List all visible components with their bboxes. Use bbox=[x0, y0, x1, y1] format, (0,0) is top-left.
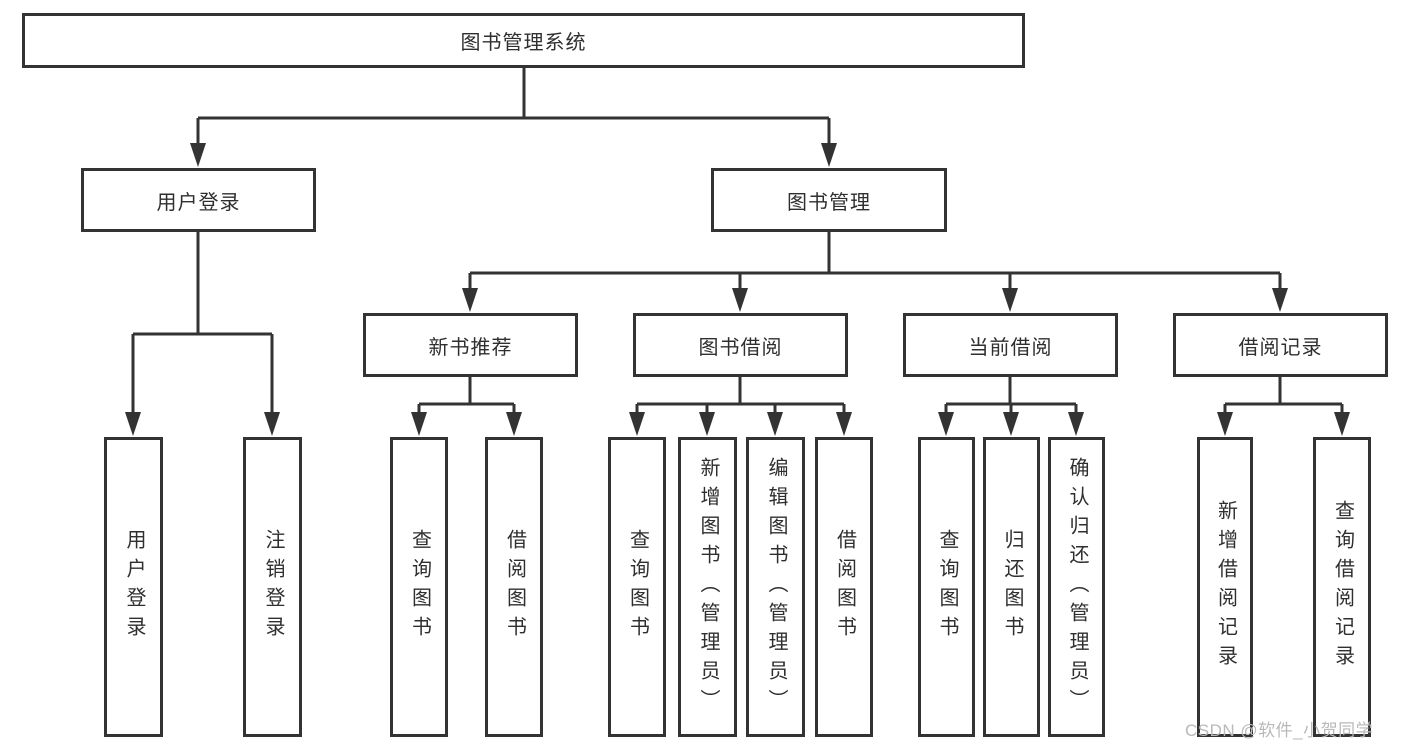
arrowhead-down-icon bbox=[1217, 412, 1233, 436]
leaf-confirm-return-admin: 确认归还（管理员） bbox=[1048, 437, 1105, 737]
node-label: 新书推荐 bbox=[428, 336, 513, 359]
node-book-borrowing: 图书借阅 bbox=[633, 313, 848, 377]
node-label: 图书管理 bbox=[787, 191, 871, 214]
node-label: 用户登录 bbox=[123, 529, 145, 645]
node-label: 查询借阅记录 bbox=[1331, 500, 1354, 674]
arrowhead-down-icon bbox=[1003, 412, 1019, 436]
node-current-borrowing: 当前借阅 bbox=[903, 313, 1118, 377]
node-label: 查询图书 bbox=[936, 529, 958, 645]
leaf-query-books-recommend: 查询图书 bbox=[390, 437, 448, 737]
leaf-query-books-borrow: 查询图书 bbox=[608, 437, 666, 737]
node-label: 新增图书（管理员） bbox=[697, 456, 719, 718]
node-label: 借阅图书 bbox=[503, 529, 526, 645]
arrowhead-down-icon bbox=[462, 288, 478, 312]
node-label: 归还图书 bbox=[1001, 529, 1023, 645]
leaf-query-books-current: 查询图书 bbox=[918, 437, 975, 737]
node-new-book-recommendation: 新书推荐 bbox=[363, 313, 578, 377]
leaf-add-borrow-record: 新增借阅记录 bbox=[1197, 437, 1253, 737]
node-label: 确认归还（管理员） bbox=[1066, 456, 1088, 718]
node-label: 图书借阅 bbox=[698, 336, 783, 359]
arrowhead-down-icon bbox=[821, 143, 837, 167]
node-label: 新增借阅记录 bbox=[1214, 500, 1237, 674]
leaf-borrow-books: 借阅图书 bbox=[815, 437, 873, 737]
arrowhead-down-icon bbox=[732, 288, 748, 312]
leaf-edit-books-admin: 编辑图书（管理员） bbox=[746, 437, 805, 737]
node-label: 图书管理系统 bbox=[460, 32, 587, 54]
arrowhead-down-icon bbox=[629, 412, 645, 436]
leaf-return-books: 归还图书 bbox=[983, 437, 1040, 737]
arrowhead-down-icon bbox=[1068, 412, 1084, 436]
csdn-watermark: CSDN @软件_小贺同学 bbox=[1185, 721, 1374, 740]
node-label: 注销登录 bbox=[262, 529, 284, 645]
node-borrowing-records: 借阅记录 bbox=[1173, 313, 1388, 377]
arrowhead-down-icon bbox=[1002, 288, 1018, 312]
arrowhead-down-icon bbox=[938, 412, 954, 436]
leaf-query-borrow-record: 查询借阅记录 bbox=[1313, 437, 1371, 737]
arrowhead-down-icon bbox=[264, 412, 280, 436]
leaf-borrow-books-recommend: 借阅图书 bbox=[485, 437, 543, 737]
node-book-management: 图书管理 bbox=[711, 168, 947, 232]
arrowhead-down-icon bbox=[767, 412, 783, 436]
leaf-add-books-admin: 新增图书（管理员） bbox=[678, 437, 737, 737]
node-user-login: 用户登录 bbox=[81, 168, 316, 232]
node-library-management-system: 图书管理系统 bbox=[22, 13, 1025, 68]
node-label: 查询图书 bbox=[408, 529, 431, 645]
arrowhead-down-icon bbox=[125, 412, 141, 436]
node-label: 用户登录 bbox=[156, 191, 241, 214]
arrowhead-down-icon bbox=[190, 143, 206, 167]
arrowhead-down-icon bbox=[699, 412, 715, 436]
node-label: 借阅图书 bbox=[833, 529, 856, 645]
node-label: 当前借阅 bbox=[968, 336, 1053, 359]
arrowhead-down-icon bbox=[1272, 288, 1288, 312]
leaf-logout: 注销登录 bbox=[243, 437, 302, 737]
node-label: 查询图书 bbox=[626, 529, 649, 645]
arrowhead-down-icon bbox=[506, 412, 522, 436]
arrowhead-down-icon bbox=[836, 412, 852, 436]
arrowhead-down-icon bbox=[1334, 412, 1350, 436]
node-label: 借阅记录 bbox=[1238, 336, 1323, 359]
arrowhead-down-icon bbox=[411, 412, 427, 436]
leaf-user-login: 用户登录 bbox=[104, 437, 163, 737]
node-label: 编辑图书（管理员） bbox=[765, 456, 787, 718]
